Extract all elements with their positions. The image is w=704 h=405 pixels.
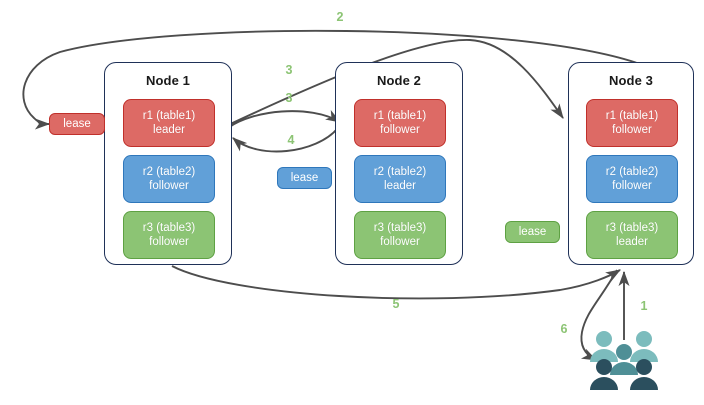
step-label-5: 5 — [392, 297, 400, 311]
replica-role: leader — [384, 180, 416, 192]
replica-node3-r1[interactable]: r1 (table1) follower — [586, 99, 678, 147]
people-back-row — [590, 331, 658, 362]
replica-role: follower — [149, 236, 189, 248]
people-group-icon — [590, 331, 658, 390]
arrow-step-3-to-node3 — [225, 39, 564, 127]
replica-name: r1 (table1) — [605, 110, 659, 122]
node-container-1[interactable]: Node 1 r1 (table1) leader r2 (table2) fo… — [104, 62, 232, 265]
step-label-6: 6 — [560, 322, 568, 336]
lease-badge-table1[interactable]: lease — [49, 113, 105, 135]
arrow-step-6 — [580, 269, 618, 361]
replica-node2-r2[interactable]: r2 (table2) leader — [354, 155, 446, 203]
arrow-step-3-to-node2 — [227, 110, 341, 129]
people-middle — [610, 344, 638, 375]
replica-name: r2 (table2) — [142, 166, 196, 178]
replica-name: r3 (table3) — [605, 222, 659, 234]
step-label-3a: 3 — [285, 63, 293, 77]
people-front-row — [590, 359, 658, 390]
replica-role: follower — [612, 180, 652, 192]
node-title-2: Node 2 — [377, 73, 421, 88]
replica-node1-r3[interactable]: r3 (table3) follower — [123, 211, 215, 259]
replica-name: r3 (table3) — [373, 222, 427, 234]
node-title-3: Node 3 — [609, 73, 653, 88]
node-title-1: Node 1 — [146, 73, 190, 88]
step-label-3b: 3 — [285, 91, 293, 105]
replica-role: follower — [149, 180, 189, 192]
replica-node3-r3[interactable]: r3 (table3) leader — [586, 211, 678, 259]
replica-name: r1 (table1) — [142, 110, 196, 122]
node-container-3[interactable]: Node 3 r1 (table1) follower r2 (table2) … — [568, 62, 694, 265]
replica-name: r2 (table2) — [373, 166, 427, 178]
step-label-4: 4 — [287, 133, 295, 147]
replica-role: follower — [612, 124, 652, 136]
step-label-1: 1 — [640, 299, 648, 313]
replica-role: follower — [380, 124, 420, 136]
replica-node1-r2[interactable]: r2 (table2) follower — [123, 155, 215, 203]
replica-node2-r1[interactable]: r1 (table1) follower — [354, 99, 446, 147]
lease-badge-table3[interactable]: lease — [505, 221, 560, 243]
step-label-2: 2 — [336, 10, 344, 24]
lease-badge-table2[interactable]: lease — [277, 167, 332, 189]
replica-node1-r1[interactable]: r1 (table1) leader — [123, 99, 215, 147]
arrow-step-2 — [22, 29, 641, 130]
replica-name: r1 (table1) — [373, 110, 427, 122]
replica-name: r2 (table2) — [605, 166, 659, 178]
replica-role: leader — [616, 236, 648, 248]
replica-node3-r2[interactable]: r2 (table2) follower — [586, 155, 678, 203]
replica-role: follower — [380, 236, 420, 248]
replica-node2-r3[interactable]: r3 (table3) follower — [354, 211, 446, 259]
replica-role: leader — [153, 124, 185, 136]
replica-name: r3 (table3) — [142, 222, 196, 234]
node-container-2[interactable]: Node 2 r1 (table1) follower r2 (table2) … — [335, 62, 463, 265]
arrow-step-4 — [232, 127, 339, 153]
arrow-step-5 — [171, 265, 621, 300]
